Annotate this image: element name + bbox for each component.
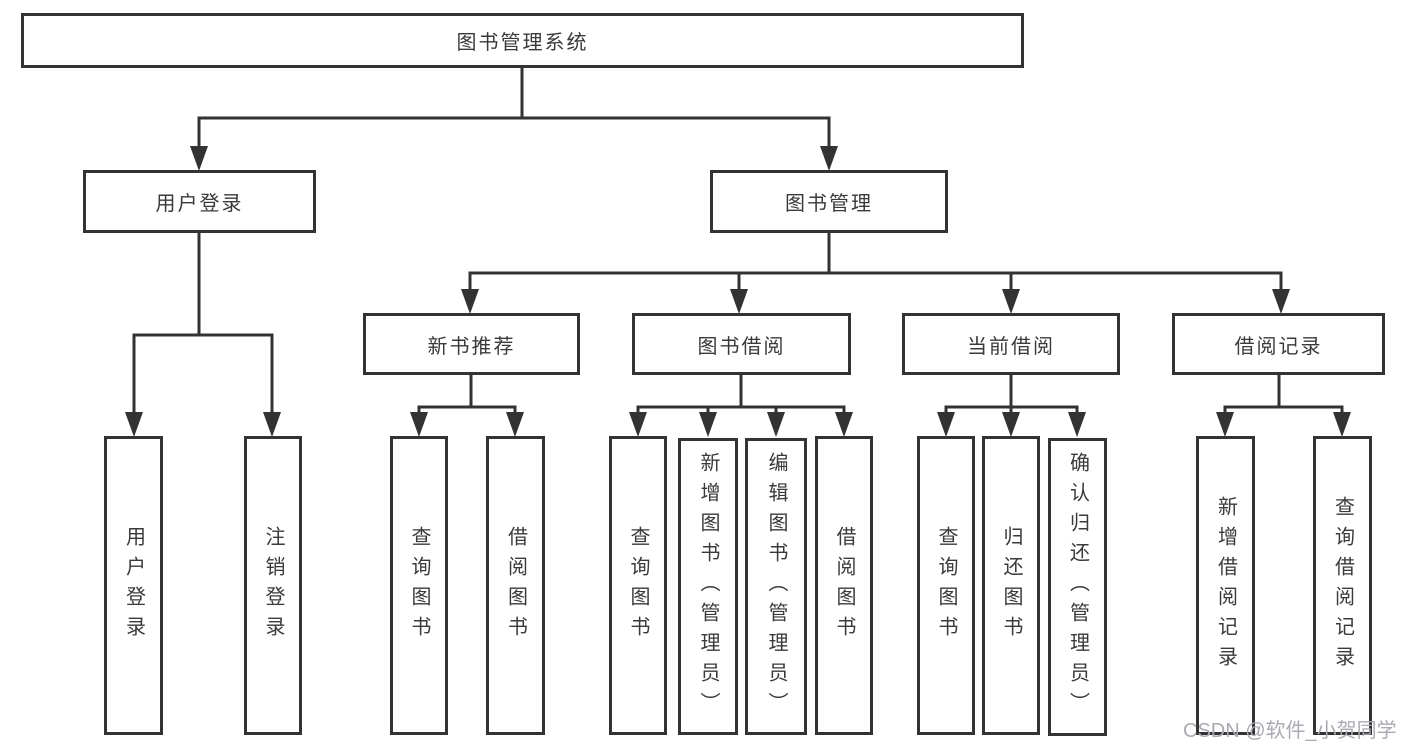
node-label: 借阅图书 <box>504 525 527 646</box>
node-label: 新增图书（管理员） <box>697 451 719 722</box>
node-label: 借阅图书 <box>833 525 855 646</box>
node-library-management-system: 图书管理系统 <box>21 13 1024 68</box>
node-label: 注销登录 <box>262 525 284 646</box>
node-book-borrowing: 图书借阅 <box>632 313 851 375</box>
node-br-add-record: 新增借阅记录 <box>1196 436 1255 735</box>
node-logout: 注销登录 <box>244 436 302 735</box>
arrowheads <box>125 146 1351 437</box>
node-label: 图书管理系统 <box>456 32 589 54</box>
node-nbr-query-books: 查询图书 <box>390 436 448 735</box>
node-label: 归还图书 <box>1000 525 1022 646</box>
csdn-watermark: CSDN @软件_小贺同学 <box>1183 720 1397 742</box>
node-cb-confirm-return-admin: 确认归还（管理员） <box>1048 438 1107 736</box>
node-book-management: 图书管理 <box>710 170 948 233</box>
node-label: 查询图书 <box>935 525 957 646</box>
node-bb-edit-books-admin: 编辑图书（管理员） <box>745 438 807 735</box>
node-bb-borrow-books: 借阅图书 <box>815 436 873 735</box>
node-borrowing-records: 借阅记录 <box>1172 313 1385 375</box>
node-current-borrowing: 当前借阅 <box>902 313 1120 375</box>
node-br-query-record: 查询借阅记录 <box>1313 436 1372 735</box>
node-cb-return-books: 归还图书 <box>982 436 1040 735</box>
node-bb-query-books: 查询图书 <box>609 436 667 735</box>
node-user-login: 用户登录 <box>83 170 316 233</box>
node-label: 查询图书 <box>627 525 649 646</box>
node-bb-add-books-admin: 新增图书（管理员） <box>678 438 738 735</box>
node-label: 借阅记录 <box>1234 335 1323 358</box>
node-label: 新增借阅记录 <box>1214 495 1237 676</box>
node-label: 图书借阅 <box>697 335 786 358</box>
node-nbr-borrow-books: 借阅图书 <box>486 436 545 735</box>
node-cb-query-books: 查询图书 <box>917 436 975 735</box>
node-label: 当前借阅 <box>967 335 1055 358</box>
node-label: 用户登录 <box>155 193 244 215</box>
node-label: 新书推荐 <box>427 335 516 358</box>
node-label: 确认归还（管理员） <box>1066 452 1089 722</box>
node-label: 查询图书 <box>408 525 430 646</box>
node-new-book-recommend: 新书推荐 <box>363 313 580 375</box>
node-label: 编辑图书（管理员） <box>765 451 787 722</box>
node-label: 图书管理 <box>785 193 873 215</box>
node-label: 用户登录 <box>122 525 145 646</box>
node-label: 查询借阅记录 <box>1331 495 1354 676</box>
node-user-login-action: 用户登录 <box>104 436 163 735</box>
